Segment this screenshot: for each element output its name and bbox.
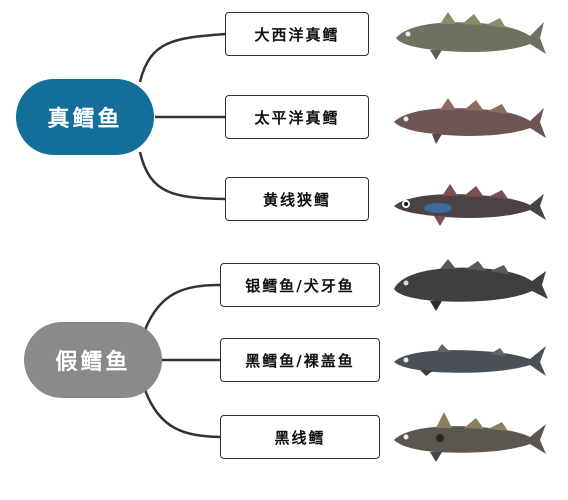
group-false-cod: 假鳕鱼 <box>24 322 162 398</box>
haddock-icon <box>394 412 546 462</box>
species-label: 黑线鳕 <box>274 428 326 447</box>
species-label: 大西洋真鳕 <box>254 25 340 44</box>
species-box-pacific-cod: 太平洋真鳕 <box>225 95 369 139</box>
connector-haddock <box>143 389 221 439</box>
species-label: 银鳕鱼/犬牙鱼 <box>245 276 355 295</box>
connector-alaska-pollock <box>138 151 226 201</box>
atlantic-cod-icon <box>396 12 546 60</box>
species-box-toothfish: 银鳕鱼/犬牙鱼 <box>220 263 380 307</box>
toothfish-icon <box>394 259 548 311</box>
species-label: 太平洋真鳕 <box>254 108 340 127</box>
species-box-alaska-pollock: 黄线狭鳕 <box>225 177 369 221</box>
group-true-cod: 真鳕鱼 <box>16 79 154 155</box>
species-label: 黄线狭鳕 <box>262 190 331 209</box>
group-title: 假鳕鱼 <box>55 349 131 375</box>
species-box-sablefish: 黑鳕鱼/裸盖鱼 <box>220 338 380 382</box>
alaska-pollock-icon <box>394 184 546 226</box>
connector-toothfish <box>143 283 221 331</box>
connector-atlantic-cod <box>138 32 226 83</box>
species-box-atlantic-cod: 大西洋真鳕 <box>225 12 369 56</box>
species-box-haddock: 黑线鳕 <box>220 415 380 459</box>
sablefish-icon <box>394 344 546 376</box>
group-title: 真鳕鱼 <box>47 106 123 132</box>
pacific-cod-icon <box>394 98 546 144</box>
species-label: 黑鳕鱼/裸盖鱼 <box>245 351 355 370</box>
